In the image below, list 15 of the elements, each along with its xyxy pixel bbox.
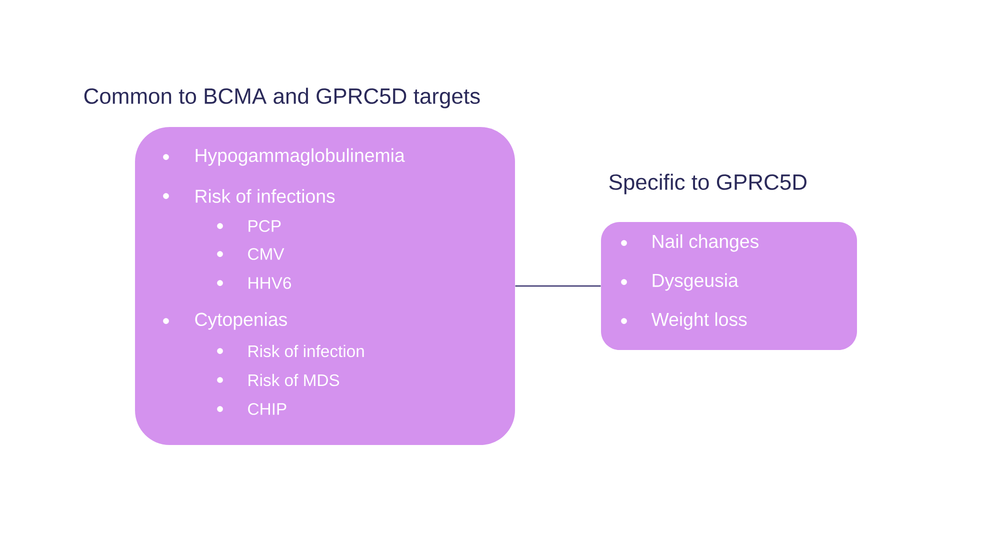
list-item: PCP [248, 220, 281, 232]
heading: Common to BCMA and GPRC5D targets [84, 88, 480, 108]
list-item: Cytopenias [195, 312, 287, 330]
connector-line [515, 285, 601, 287]
list-item: Risk of infection [248, 344, 364, 358]
list-item: Risk of MDS [248, 374, 340, 386]
heading: Specific to GPRC5D [609, 174, 806, 194]
list-item: Hypogammaglobulinemia [196, 148, 405, 166]
list-item: HHV6 [248, 277, 291, 289]
list-item: CMV [248, 248, 284, 260]
list-item: Nail changes [652, 234, 758, 252]
list-item: Risk of infections [196, 189, 335, 203]
list-item: CHIP [248, 403, 286, 415]
list-item: Dysgeusia [652, 273, 738, 291]
list-item: Weight loss [651, 312, 747, 330]
